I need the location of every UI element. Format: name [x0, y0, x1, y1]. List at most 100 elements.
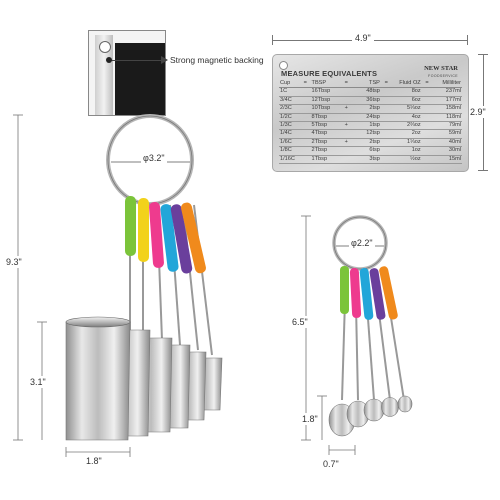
cell-cup: 3/4C	[280, 96, 292, 103]
cell-plus: +	[344, 105, 348, 112]
cell-ml: 30ml	[448, 147, 461, 154]
purple-spoon-handle	[369, 268, 386, 320]
tick	[478, 170, 488, 171]
table-header-row: Cup = TBSP = TSP = Fluid OZ = Milliliter	[279, 80, 462, 89]
purple-handle	[170, 204, 193, 274]
blue-handle	[160, 204, 179, 272]
brand-subtitle: FOODSERVICE	[428, 74, 458, 78]
cups-total-height-label: 9.3"	[6, 256, 22, 268]
col-tbsp: TBSP	[310, 80, 341, 89]
yellow-handle	[138, 198, 149, 262]
cell-tbsp: 2Tbsp	[311, 147, 328, 154]
cell-floz: 8oz	[411, 88, 421, 95]
cell-tbsp: 5Tbsp	[311, 122, 328, 129]
cups-width-label: 1.8"	[86, 456, 102, 466]
cell-cup: 1C	[280, 88, 288, 95]
card-width-label: 4.9"	[352, 33, 374, 43]
magnet-backing-inset	[88, 30, 166, 116]
blue-spoon-handle	[359, 268, 374, 320]
cell-tbsp: 16Tbsp	[311, 88, 331, 95]
col-floz: Fluid OZ	[391, 80, 422, 89]
col-eq: =	[299, 80, 311, 89]
cups-ring-label: φ3.2"	[141, 153, 167, 163]
cell-ml: 79ml	[448, 122, 461, 129]
card-height-label: 2.9"	[470, 106, 486, 118]
spoon-bowl-4	[381, 397, 399, 417]
magnet-note: Strong magnetic backing	[170, 55, 264, 65]
green-handle	[125, 196, 136, 256]
brand-logo: NEW STAR	[424, 65, 458, 72]
cell-floz: 2⅔oz	[407, 122, 421, 129]
card-edge	[95, 35, 113, 115]
cell-floz: 4oz	[411, 113, 421, 120]
col-eq: =	[340, 80, 353, 89]
spoon-bowl-5	[397, 395, 413, 413]
orange-spoon-handle	[379, 266, 398, 320]
cell-cup: 1/8C	[280, 147, 292, 154]
cell-ml: 177ml	[445, 96, 461, 103]
cell-ml: 59ml	[448, 130, 461, 137]
spoons-bowl-height-label: 1.8"	[302, 413, 318, 425]
cup-handles	[125, 196, 213, 356]
spoon-stem	[388, 304, 405, 401]
cell-floz: 1⅓oz	[407, 138, 421, 145]
cell-ml: 118ml	[446, 113, 461, 120]
orange-handle	[181, 202, 206, 274]
table-row: 1C 16Tbsp 48tsp 8oz 237ml	[279, 88, 462, 97]
conversion-table: Cup = TBSP = TSP = Fluid OZ = Milliliter…	[279, 80, 462, 164]
cell-tsp: 2tsp	[369, 105, 380, 112]
cell-tbsp: 1Tbsp	[311, 155, 328, 162]
cell-plus: +	[344, 138, 348, 145]
spoon-handles	[340, 266, 405, 401]
magnet-backing	[115, 43, 165, 115]
cell-cup: 1/4C	[280, 130, 292, 137]
spoon-stem	[355, 304, 359, 401]
spoons-ring-edge	[333, 216, 387, 270]
spoons-total-height-label: 6.5"	[292, 316, 308, 328]
cell-floz: 2oz	[411, 130, 421, 137]
cell-ml: 237ml	[445, 88, 461, 95]
pink-spoon-handle	[349, 267, 362, 318]
cell-plus: +	[344, 122, 348, 129]
cups-cup-height-label: 3.1"	[30, 376, 46, 388]
cup-rim	[65, 316, 131, 328]
card-title: MEASURE EQUIVALENTS	[281, 69, 378, 78]
cell-tsp: 2tsp	[369, 138, 380, 145]
cell-tsp: 48tsp	[366, 88, 380, 95]
cup-stem	[182, 204, 199, 351]
cell-ml: 15ml	[448, 155, 461, 162]
col-tsp: TSP	[352, 80, 381, 89]
magnet-pointer-line	[110, 60, 166, 61]
col-cup: Cup	[279, 80, 300, 89]
spoon-bowls	[328, 395, 413, 437]
cell-floz: 6oz	[411, 96, 421, 103]
cell-floz: 5⅓oz	[407, 105, 421, 112]
col-eq: =	[380, 80, 392, 89]
magnet-pointer-dot	[106, 57, 112, 63]
tick	[467, 35, 468, 45]
card-hole	[99, 41, 111, 53]
cell-ml: 40ml	[448, 138, 461, 145]
pink-handle	[149, 201, 164, 268]
cell-floz: ½oz	[410, 155, 421, 162]
spoons-width-label: 0.7"	[323, 459, 339, 469]
cell-cup: 2/3C	[280, 105, 292, 112]
spoon-stem	[341, 299, 346, 401]
cell-tbsp: 8Tbsp	[311, 113, 328, 120]
green-spoon-handle	[340, 266, 349, 314]
cell-cup: 1/6C	[280, 138, 292, 145]
cell-cup: 1/3C	[280, 122, 292, 129]
conversion-card: MEASURE EQUIVALENTS NEW STAR FOODSERVICE…	[272, 54, 469, 172]
cup-stack	[65, 316, 223, 441]
col-eq: =	[421, 80, 433, 89]
cell-tsp: 24tsp	[366, 113, 380, 120]
